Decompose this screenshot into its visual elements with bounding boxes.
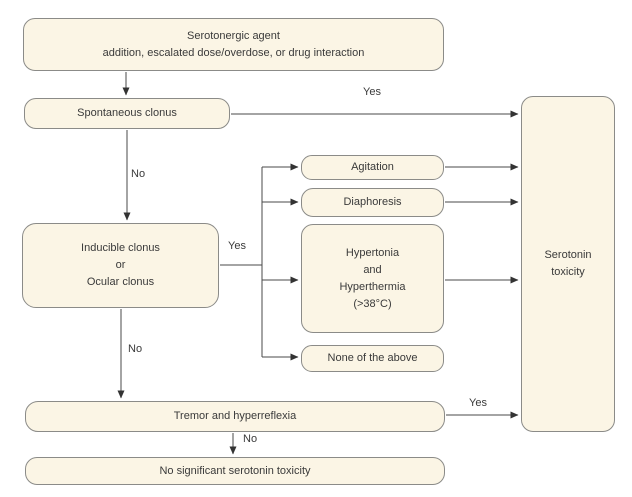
node-serotonin-toxicity-line2: toxicity <box>551 266 585 278</box>
node-inducible-clonus-line2: or <box>115 259 126 271</box>
edge-label-inducible-yes: Yes <box>228 240 246 252</box>
edge-label-spontaneous-yes: Yes <box>363 86 381 98</box>
node-hypertonia-line4: (>38°C) <box>353 297 392 310</box>
node-diaphoresis: Diaphoresis <box>301 188 444 217</box>
node-inducible-clonus-line3: Ocular clonus <box>86 276 155 288</box>
node-serotonergic-agent-line2: addition, escalated dose/overdose, or dr… <box>102 46 365 59</box>
node-spontaneous-clonus: Spontaneous clonus <box>24 98 230 129</box>
edge-label-tremor-no: No <box>243 433 258 445</box>
node-agitation: Agitation <box>301 155 444 180</box>
node-serotonin-toxicity-line1: Serotonin <box>544 249 592 261</box>
node-none-of-the-above-label: None of the above <box>327 352 418 364</box>
node-no-significant-toxicity: No significant serotonin toxicity <box>25 457 445 485</box>
node-hypertonia-line2: and <box>363 263 382 276</box>
node-hypertonia-line1: Hypertonia <box>345 246 400 259</box>
node-hypertonia-line3: Hyperthermia <box>339 280 406 293</box>
node-hypertonia-hyperthermia: Hypertonia and Hyperthermia (>38°C) <box>301 224 444 333</box>
node-none-of-the-above: None of the above <box>301 345 444 372</box>
edge-label-tremor-yes: Yes <box>469 397 487 409</box>
edge-label-inducible-no: No <box>128 343 143 355</box>
node-serotonergic-agent: Serotonergic agent addition, escalated d… <box>23 18 444 71</box>
node-tremor-hyperreflexia: Tremor and hyperreflexia <box>25 401 445 432</box>
edge-label-spontaneous-no: No <box>131 168 146 180</box>
node-tremor-hyperreflexia-label: Tremor and hyperreflexia <box>173 410 297 422</box>
node-diaphoresis-label: Diaphoresis <box>343 196 402 208</box>
node-no-significant-toxicity-label: No significant serotonin toxicity <box>159 464 311 477</box>
node-serotonergic-agent-line1: Serotonergic agent <box>187 29 280 42</box>
node-agitation-label: Agitation <box>351 161 394 173</box>
node-inducible-clonus: Inducible clonus or Ocular clonus <box>22 223 219 308</box>
node-serotonin-toxicity: Serotonin toxicity <box>521 96 615 432</box>
node-inducible-clonus-line1: Inducible clonus <box>81 242 160 254</box>
node-spontaneous-clonus-label: Spontaneous clonus <box>77 107 177 119</box>
